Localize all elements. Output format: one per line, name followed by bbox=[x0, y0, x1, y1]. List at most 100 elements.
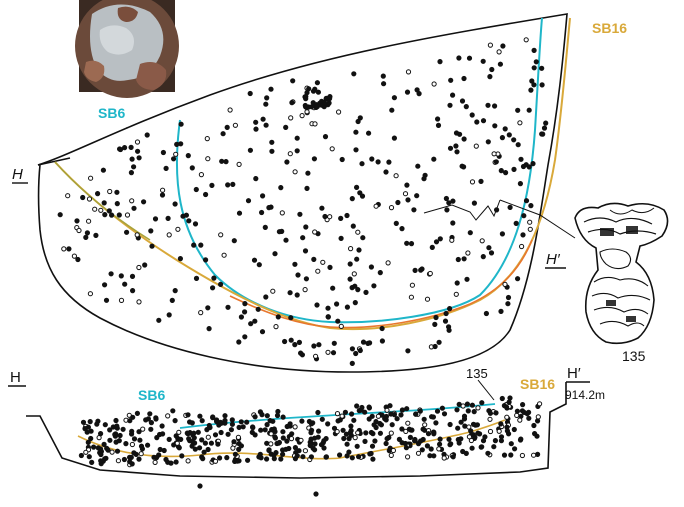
artifact-dot bbox=[229, 421, 235, 427]
artifact-dot bbox=[319, 205, 325, 211]
artifact-dot-open bbox=[334, 411, 341, 417]
artifact-dot bbox=[383, 440, 389, 447]
artifact-dot-open bbox=[475, 405, 481, 411]
artifact-dot-open bbox=[408, 294, 414, 300]
artifact-dot bbox=[296, 448, 302, 454]
artifact-dot bbox=[519, 408, 526, 414]
artifact-dot bbox=[231, 238, 237, 244]
artifact-dot-open bbox=[393, 173, 399, 179]
artifact-dot bbox=[313, 491, 319, 497]
artifact-dot bbox=[103, 297, 110, 303]
artifact-dot bbox=[178, 436, 184, 443]
artifact-dot bbox=[142, 262, 148, 268]
artifact-dot bbox=[195, 429, 201, 435]
artifact-dot bbox=[488, 250, 495, 256]
plan-h-prime-label: H′ bbox=[546, 251, 561, 268]
artifact-dot-open bbox=[355, 430, 361, 436]
artifact-dot bbox=[359, 404, 365, 411]
artifact-dot bbox=[252, 414, 258, 420]
artifact-dot bbox=[354, 256, 360, 262]
artifact-dot bbox=[485, 450, 491, 456]
artifact-dot-open bbox=[87, 291, 94, 297]
artifact-dot bbox=[447, 306, 453, 312]
artifact-dot bbox=[176, 445, 182, 451]
artifact-dot bbox=[405, 197, 411, 203]
artifact-dot bbox=[515, 142, 521, 148]
artifact-dot-open bbox=[388, 205, 395, 211]
artifact-dot bbox=[270, 418, 276, 424]
artifact-dot bbox=[455, 256, 461, 263]
artifact-dot bbox=[204, 427, 210, 433]
artifact-dot-open bbox=[527, 219, 533, 225]
artifact-dot bbox=[407, 434, 414, 441]
artifact-dot bbox=[431, 156, 437, 162]
artifact-dot bbox=[294, 453, 300, 459]
artifact-dot bbox=[314, 80, 321, 86]
artifact-dot bbox=[349, 411, 355, 417]
artifact-dot bbox=[446, 200, 452, 206]
artifact-dot-open bbox=[405, 69, 412, 75]
artifact-dot bbox=[57, 212, 63, 218]
artifact-dot bbox=[504, 404, 510, 410]
artifact-dot bbox=[442, 318, 449, 324]
artifact-dot bbox=[264, 95, 270, 101]
artifact-dot bbox=[242, 334, 248, 340]
artifact-dot bbox=[486, 245, 492, 251]
artifact-dot bbox=[360, 339, 367, 345]
artifact-dot-open bbox=[65, 193, 71, 199]
artifact-dot bbox=[460, 448, 466, 455]
artifact-dot-open bbox=[325, 349, 331, 355]
artifact-dot bbox=[114, 448, 121, 454]
artifact-dot bbox=[471, 200, 478, 206]
artifact-dot bbox=[303, 224, 309, 230]
artifact-dot-open bbox=[302, 448, 308, 454]
artifact-dot bbox=[518, 156, 524, 162]
artifact-dot-open bbox=[496, 49, 502, 55]
artifact-dot-open bbox=[527, 226, 533, 232]
plan-h-marker: H bbox=[12, 166, 28, 184]
artifact-dot bbox=[296, 339, 303, 346]
section-h-prime-label: H′ bbox=[567, 365, 581, 382]
artifact-dot bbox=[159, 192, 166, 198]
artifact-dot bbox=[325, 314, 331, 320]
artifact-dot bbox=[306, 418, 313, 425]
artifact-dot bbox=[205, 305, 211, 311]
artifact-dot bbox=[78, 452, 84, 459]
artifact-dot bbox=[469, 112, 475, 118]
artifact-dot bbox=[461, 256, 467, 262]
artifact-dot bbox=[222, 413, 228, 419]
artifact-dot bbox=[404, 240, 410, 246]
artifact-dot bbox=[518, 436, 524, 442]
artifact-dot bbox=[353, 147, 359, 153]
artifact-dot bbox=[240, 424, 246, 430]
artifact-dot-open bbox=[334, 429, 340, 435]
artifact-dot bbox=[323, 436, 329, 442]
artifact-dot bbox=[447, 442, 453, 448]
artifact-dot bbox=[406, 426, 412, 432]
artifact-dot bbox=[377, 430, 384, 436]
artifact-dot bbox=[253, 119, 259, 125]
artifact-dot bbox=[433, 420, 439, 426]
artifact-dot bbox=[418, 267, 424, 273]
artifact-dot bbox=[215, 441, 221, 447]
artifact-dot-open bbox=[355, 229, 361, 235]
artifact-dot-open bbox=[273, 324, 279, 330]
artifact-dot bbox=[222, 420, 228, 426]
artifact-dot bbox=[498, 308, 504, 315]
artifact-dot bbox=[469, 402, 476, 408]
artifact-dot-open bbox=[176, 429, 182, 435]
artifact-dot bbox=[315, 89, 322, 95]
artifact-dot bbox=[200, 456, 206, 462]
artifact-dot-open bbox=[88, 175, 94, 181]
pot-leader-line bbox=[499, 199, 576, 239]
artifact-dot bbox=[297, 211, 303, 217]
artifact-dot bbox=[299, 418, 305, 424]
artifact-dot bbox=[113, 439, 119, 445]
artifact-dot bbox=[205, 446, 211, 453]
artifact-dot bbox=[312, 441, 318, 447]
artifact-dot bbox=[344, 453, 350, 459]
artifact-dot bbox=[531, 47, 537, 54]
artifact-dot bbox=[183, 212, 189, 218]
artifact-dot-open bbox=[136, 299, 142, 305]
